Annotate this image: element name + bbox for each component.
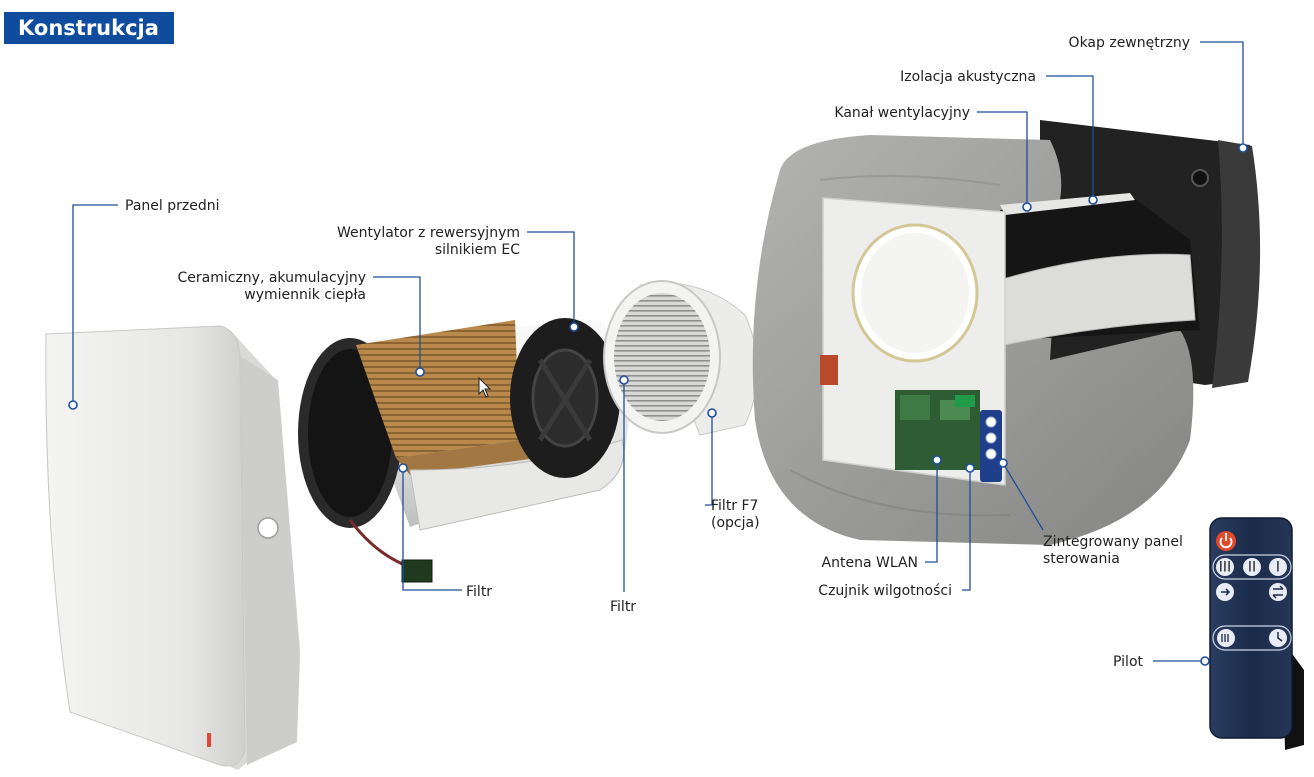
label-outer-hood: Okap zewnętrzny <box>1069 35 1190 51</box>
speed-1-label: I <box>1276 560 1280 576</box>
label-filter-f7-2: (opcja) <box>711 515 760 531</box>
leader-lines <box>72 41 1244 662</box>
section-title: Konstrukcja <box>4 12 174 44</box>
label-filter-middle: Filtr <box>610 599 636 615</box>
label-control-panel-2: sterowania <box>1043 551 1120 567</box>
label-fan-2: silnikiem EC <box>435 242 520 258</box>
speed-3-label: III <box>1219 560 1231 576</box>
label-ceramic-exchanger-2: wymiennik ciepła <box>244 287 366 303</box>
label-wlan-antenna: Antena WLAN <box>822 555 918 571</box>
label-filter-f7-1: Filtr F7 <box>711 498 758 514</box>
label-acoustic-insulation: Izolacja akustyczna <box>900 69 1036 85</box>
label-remote: Pilot <box>1113 654 1143 670</box>
speed-3-button[interactable] <box>1216 558 1234 576</box>
label-control-panel-1: Zintegrowany panel <box>1043 534 1183 550</box>
wall-unit-illustration <box>752 120 1261 545</box>
label-front-panel: Panel przedni <box>125 198 219 214</box>
remote-control-illustration: III II I <box>1209 517 1304 750</box>
speed-1-button[interactable] <box>1269 558 1287 576</box>
speed-2-button[interactable] <box>1243 558 1261 576</box>
night-mode-icon[interactable] <box>1217 629 1235 647</box>
label-ceramic-exchanger-1: Ceramiczny, akumulacyjny <box>178 270 367 286</box>
label-ventilation-duct: Kanał wentylacyjny <box>834 105 970 121</box>
label-fan-1: Wentylator z rewersyjnym <box>337 225 520 241</box>
cursor-icon <box>478 376 492 398</box>
speed-2-label: II <box>1248 560 1256 576</box>
label-filter-left: Filtr <box>466 584 492 600</box>
regeneration-icon[interactable] <box>1269 583 1287 601</box>
filter-f7-illustration <box>603 280 758 436</box>
heat-exchanger-illustration <box>298 318 630 583</box>
leader-dots <box>68 143 1248 666</box>
front-panel-illustration <box>45 325 300 770</box>
label-humidity-sensor: Czujnik wilgotności <box>818 583 952 599</box>
